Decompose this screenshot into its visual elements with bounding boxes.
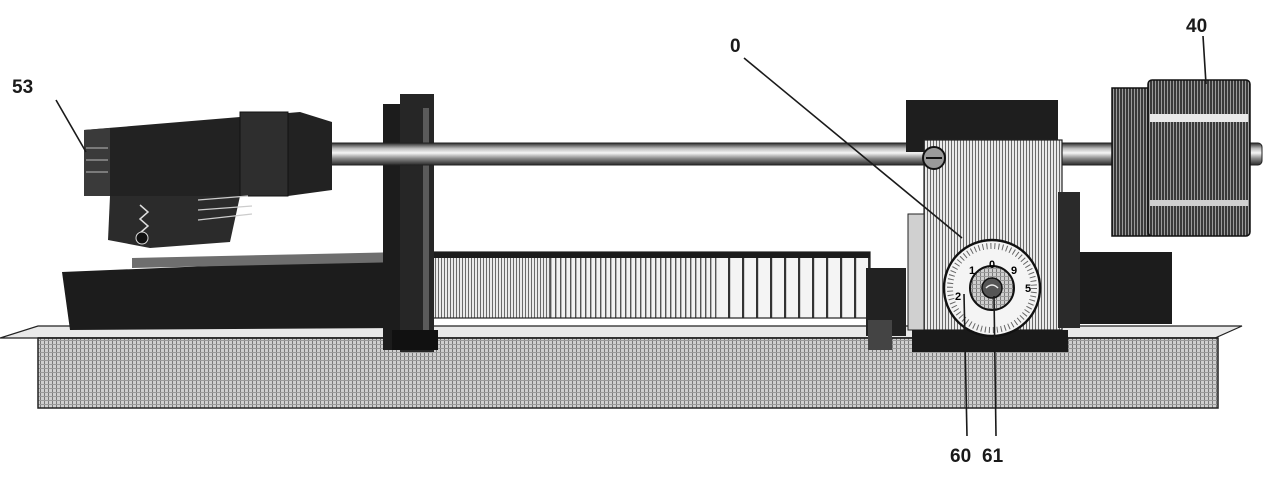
dial-digit: 5 — [1025, 283, 1031, 295]
callout-40: 40 — [1186, 16, 1207, 37]
callout-61: 61 — [982, 446, 1004, 467]
leader-61 — [993, 295, 997, 437]
dial-digit: 9 — [1011, 265, 1017, 277]
leader-40 — [1202, 35, 1207, 85]
cartridge-head — [84, 111, 332, 248]
callout-0: 0 — [730, 36, 741, 57]
leader-60 — [963, 293, 968, 437]
side-blocks — [866, 252, 1172, 352]
dial-digit: 0 — [989, 259, 995, 271]
front-wedge — [62, 252, 404, 330]
callout-53: 53 — [12, 77, 33, 98]
micrometer-dial: 0 9 1 5 2 — [942, 238, 1042, 338]
callout-60: 60 — [950, 446, 971, 467]
dial-digit: 1 — [969, 265, 975, 277]
scale-strip — [429, 251, 871, 319]
leader-0 — [743, 57, 963, 239]
dial-digit: 2 — [955, 291, 961, 303]
leader-53 — [55, 99, 87, 153]
support-post — [383, 94, 438, 352]
leader-lines — [55, 35, 1207, 437]
counterweight-knob — [1111, 79, 1251, 237]
